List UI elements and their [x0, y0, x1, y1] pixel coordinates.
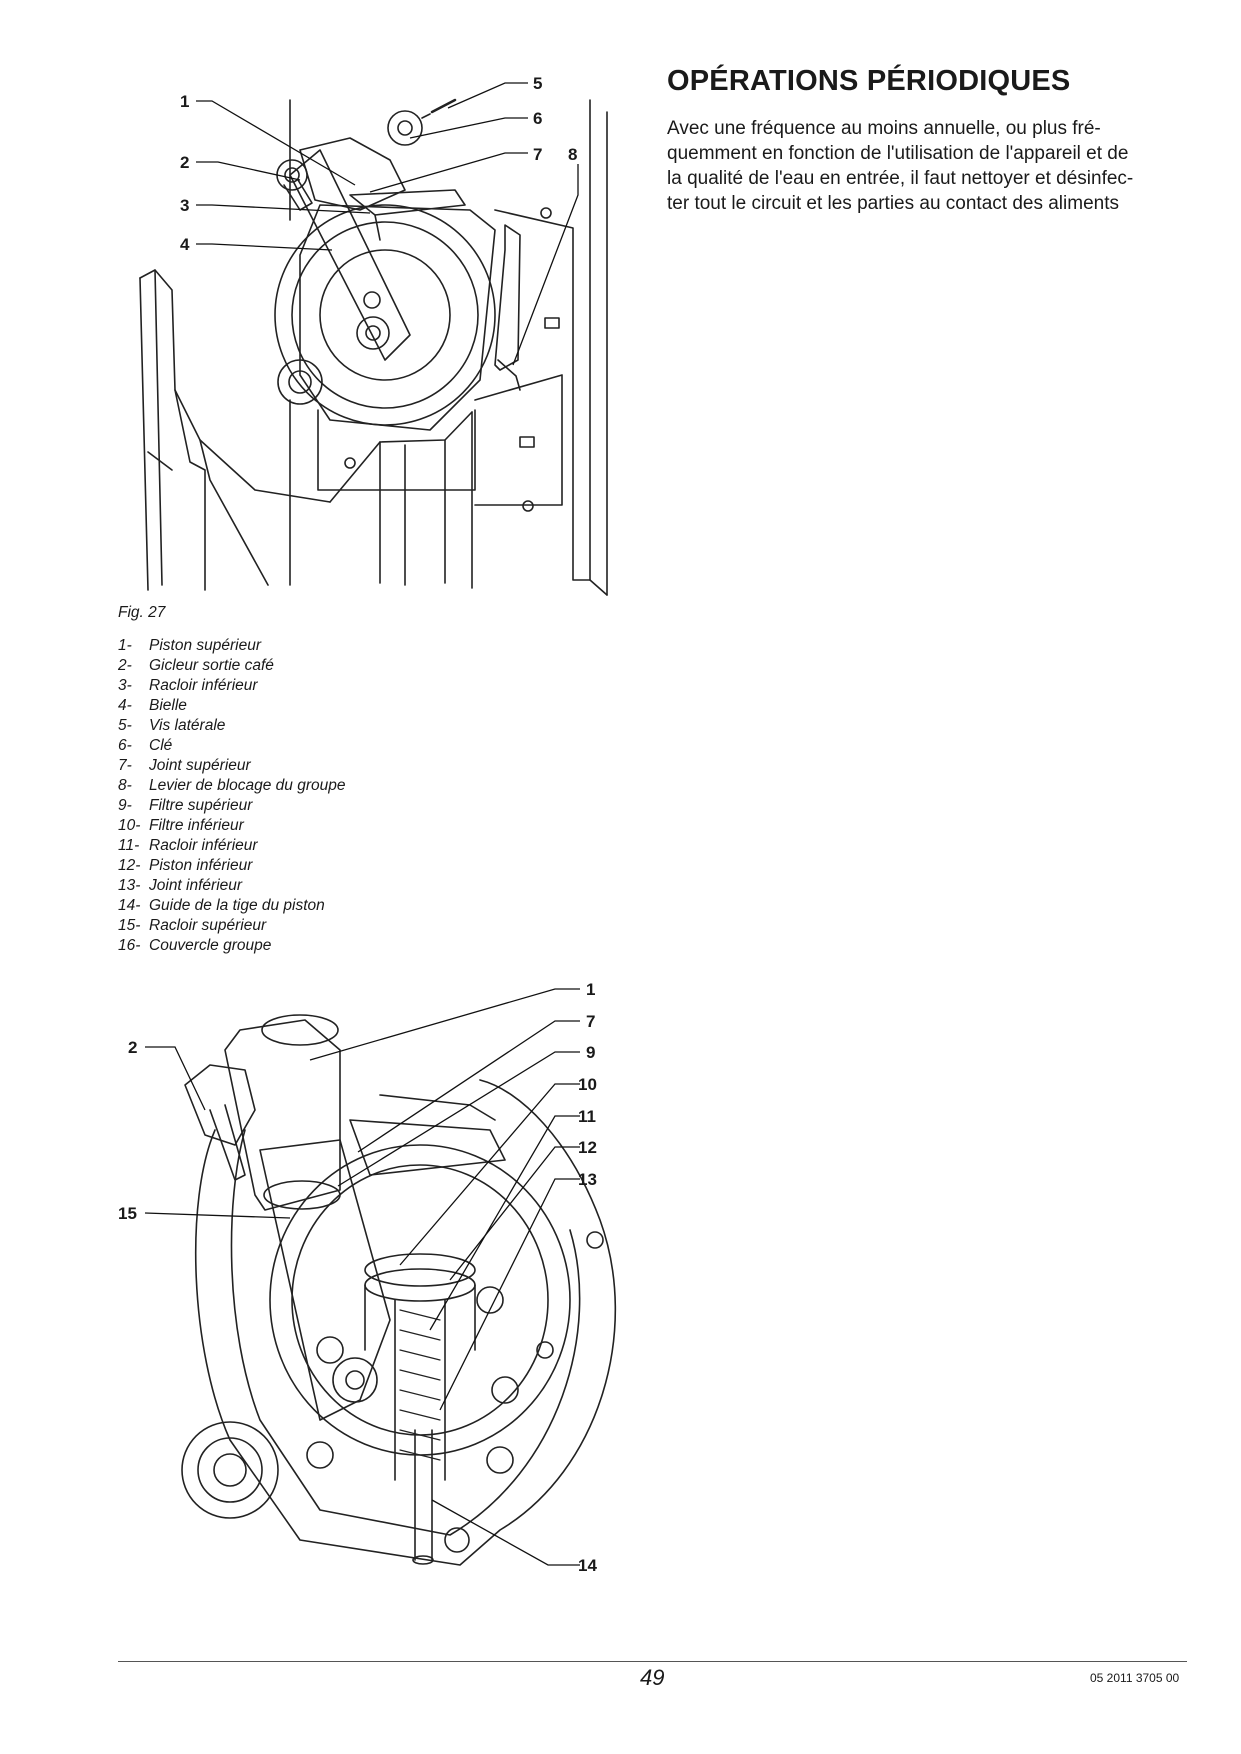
callout-label: 2 [180, 153, 190, 172]
legend-label: Vis latérale [149, 717, 226, 734]
callout-label: 7 [586, 1012, 596, 1031]
legend-number: 3- [118, 677, 132, 694]
intro-line: quemment en fonction de l'utilisation de… [667, 143, 1129, 164]
callout-label: 1 [586, 980, 596, 999]
legend-label: Joint inférieur [149, 877, 243, 894]
legend-item: 11- Racloir inférieur [118, 836, 345, 856]
intro-line: ter tout le circuit et les parties au co… [667, 193, 1119, 214]
legend-item: 7- Joint supérieur [118, 756, 345, 776]
legend-label: Bielle [149, 697, 187, 714]
callout-label: 9 [586, 1043, 596, 1062]
legend-label: Clé [149, 737, 173, 754]
legend-item: 10- Filtre inférieur [118, 816, 345, 836]
intro-paragraph: Avec une fréquence au moins annuelle, ou… [667, 116, 1167, 216]
legend-item: 1- Piston supérieur [118, 636, 345, 656]
legend-number: 2- [118, 657, 132, 674]
legend-label: Gicleur sortie café [149, 657, 274, 674]
legend-label: Racloir inférieur [149, 677, 258, 694]
legend-label: Levier de blocage du groupe [149, 777, 346, 794]
legend-number: 4- [118, 697, 132, 714]
callout-label: 6 [533, 109, 543, 128]
legend-label: Filtre supérieur [149, 797, 253, 814]
legend-number: 8- [118, 777, 132, 794]
callout-label: 12 [578, 1138, 597, 1157]
legend-item: 15- Racloir supérieur [118, 916, 345, 936]
legend-number: 13- [118, 877, 141, 894]
legend-number: 11- [118, 837, 140, 854]
legend-item: 5- Vis latérale [118, 716, 345, 736]
figure-label: Fig. 27 [118, 604, 166, 621]
legend-item: 2- Gicleur sortie café [118, 656, 345, 676]
parts-legend: 1- Piston supérieur 2- Gicleur sortie café… [118, 636, 345, 956]
legend-label: Guide de la tige du piston [149, 897, 325, 914]
legend-label: Couvercle groupe [149, 937, 272, 954]
legend-number: 10- [118, 817, 141, 834]
callout-label: 8 [568, 145, 578, 164]
callout-label: 11 [578, 1107, 596, 1126]
intro-line: Avec une fréquence au moins annuelle, ou… [667, 118, 1101, 139]
callout-label: 10 [578, 1075, 597, 1094]
legend-label: Piston inférieur [149, 857, 253, 874]
legend-item: 16- Couvercle groupe [118, 936, 345, 956]
legend-item: 8- Levier de blocage du groupe [118, 776, 345, 796]
legend-number: 5- [118, 717, 132, 734]
legend-label: Piston supérieur [149, 637, 262, 654]
callout-label: 13 [578, 1170, 597, 1189]
legend-item: 4- Bielle [118, 696, 345, 716]
intro-line: la qualité de l'eau en entrée, il faut n… [667, 168, 1134, 189]
footer-divider [118, 1661, 1187, 1662]
legend-label: Filtre inférieur [149, 817, 244, 834]
page-title: OPÉRATIONS PÉRIODIQUES [667, 65, 1071, 97]
callout-label: 14 [578, 1556, 597, 1575]
legend-number: 9- [118, 797, 132, 814]
legend-item: 14- Guide de la tige du piston [118, 896, 345, 916]
document-code: 05 2011 3705 00 [1090, 1671, 1180, 1685]
legend-label: Racloir supérieur [149, 917, 267, 934]
callout-label: 1 [180, 92, 190, 111]
legend-number: 1- [118, 637, 132, 654]
callout-label: 2 [128, 1038, 138, 1057]
legend-item: 13- Joint inférieur [118, 876, 345, 896]
legend-number: 15- [118, 917, 141, 934]
legend-item: 3- Racloir inférieur [118, 676, 345, 696]
callout-label: 7 [533, 145, 543, 164]
callout-label: 5 [533, 74, 543, 93]
legend-number: 12- [118, 857, 141, 874]
legend-number: 6- [118, 737, 132, 754]
legend-item: 12- Piston inférieur [118, 856, 345, 876]
legend-label: Racloir inférieur [149, 837, 258, 854]
legend-number: 7- [118, 757, 132, 774]
legend-item: 6- Clé [118, 736, 345, 756]
callout-label: 15 [118, 1204, 137, 1223]
legend-number: 16- [118, 937, 141, 954]
callout-label: 3 [180, 196, 190, 215]
legend-label: Joint supérieur [149, 757, 251, 774]
callout-label: 4 [180, 235, 190, 254]
legend-item: 9- Filtre supérieur [118, 796, 345, 816]
legend-number: 14- [118, 897, 141, 914]
page-number: 49 [640, 1665, 665, 1690]
